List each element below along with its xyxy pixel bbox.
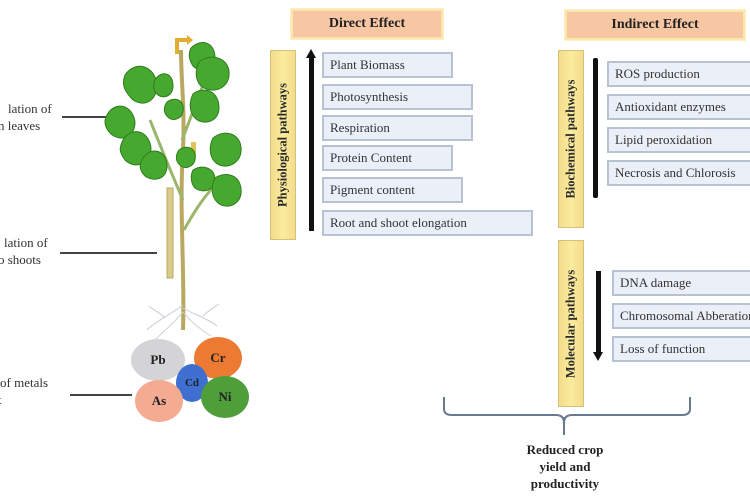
leader-line-leaves bbox=[62, 116, 112, 118]
biochemical-bar bbox=[593, 58, 598, 198]
label-accumulation-leaves: lation of n leaves bbox=[0, 100, 66, 134]
direct-item: Photosynthesis bbox=[322, 84, 473, 110]
label-line: lation of bbox=[4, 235, 48, 250]
result-line: Reduced crop bbox=[526, 442, 604, 457]
direct-item: Protein Content bbox=[322, 145, 453, 171]
direct-item: Plant Biomass bbox=[322, 52, 453, 78]
molecular-item: Chromosomal Abberations bbox=[612, 303, 750, 329]
biochemical-pathways-label: Biochemical pathways bbox=[558, 50, 584, 228]
result-text: Reduced crop yield and productivity bbox=[500, 441, 630, 492]
pathway-label-text: Molecular pathways bbox=[563, 269, 578, 378]
label-line: n leaves bbox=[0, 118, 41, 133]
direct-item: Respiration bbox=[322, 115, 473, 141]
biochemical-item: ROS production bbox=[607, 61, 750, 87]
label-uptake-metals: of metals t bbox=[0, 374, 62, 408]
pathway-label-text: Biochemical pathways bbox=[563, 79, 578, 199]
molecular-item: Loss of function bbox=[612, 336, 750, 362]
arrow-up-icon bbox=[306, 49, 316, 231]
leaves bbox=[104, 42, 242, 207]
indirect-effect-header: Indirect Effect bbox=[565, 10, 745, 40]
result-line: productivity bbox=[530, 476, 600, 491]
direct-effect-header: Direct Effect bbox=[291, 9, 443, 39]
direct-item: Pigment content bbox=[322, 177, 463, 203]
arrow-down-icon bbox=[593, 271, 603, 361]
brace-connector bbox=[443, 397, 691, 435]
metal-as: As bbox=[135, 380, 183, 422]
leader-line-metals bbox=[70, 394, 132, 396]
label-line: o shoots bbox=[0, 252, 41, 267]
label-line: lation of bbox=[8, 101, 52, 116]
support-stick bbox=[166, 187, 174, 279]
label-translocation-shoots: lation of o shoots bbox=[0, 234, 60, 268]
result-line: yield and bbox=[539, 459, 591, 474]
metal-ni: Ni bbox=[201, 376, 249, 418]
growth-arrow-top bbox=[175, 38, 187, 54]
leader-line-shoots bbox=[60, 252, 157, 254]
label-line: of metals bbox=[0, 375, 49, 390]
biochemical-item: Antioxidant enzymes bbox=[607, 94, 750, 120]
biochemical-item: Necrosis and Chlorosis bbox=[607, 160, 750, 186]
molecular-pathways-label: Molecular pathways bbox=[558, 240, 584, 407]
pathway-label-text: Physiological pathways bbox=[275, 83, 290, 207]
plant-stem bbox=[179, 49, 186, 331]
biochemical-item: Lipid peroxidation bbox=[607, 127, 750, 153]
molecular-item: DNA damage bbox=[612, 270, 750, 296]
roots bbox=[146, 303, 220, 341]
plant-illustration bbox=[104, 35, 242, 341]
label-line: t bbox=[0, 391, 62, 408]
direct-item: Root and shoot elongation bbox=[322, 210, 533, 236]
metal-pb: Pb bbox=[131, 339, 185, 381]
physiological-pathways-label: Physiological pathways bbox=[270, 50, 296, 240]
